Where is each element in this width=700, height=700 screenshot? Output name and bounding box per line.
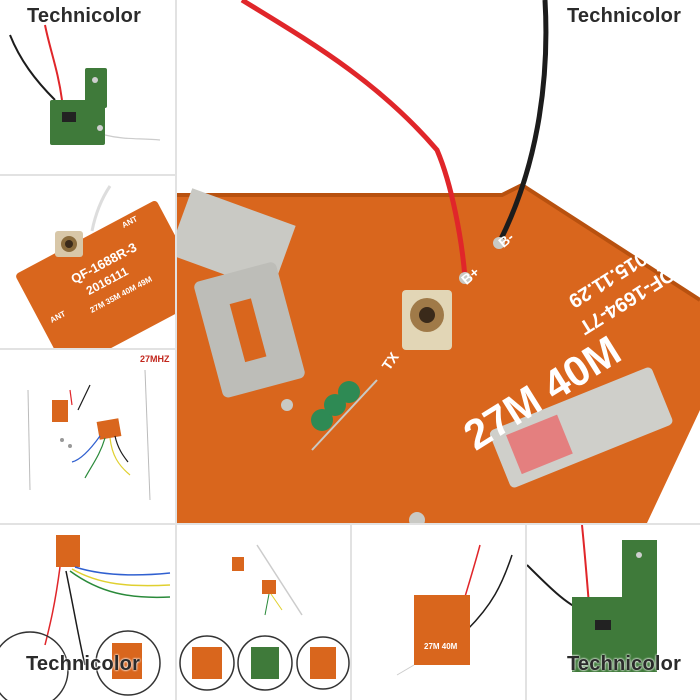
orange-board-wires-photo: 27M 40M bbox=[396, 544, 513, 676]
divider-bottom-3 bbox=[525, 525, 527, 700]
thumbnail-green-board[interactable]: Technicolor bbox=[0, 0, 175, 174]
thumbnail-kit-antennas[interactable]: 27MHZ bbox=[0, 350, 175, 523]
kit-photo bbox=[27, 369, 151, 501]
divider-h2 bbox=[0, 348, 175, 350]
watermark-bottom-right: Technicolor bbox=[567, 653, 682, 675]
thumbnail-orange-board[interactable]: QF-1688R-3 2016111 27M 35M 40M 49M ANT A… bbox=[0, 176, 175, 348]
kit-frequency-label: 27MHZ bbox=[140, 354, 170, 364]
board-wires-photo bbox=[0, 535, 171, 700]
watermark-top-right: Technicolor bbox=[567, 5, 682, 27]
kit-comparison-photo bbox=[179, 544, 350, 691]
thumbnail-board-wires[interactable]: Technicolor bbox=[0, 525, 175, 700]
main-product-image[interactable]: 27M 40M QF-1694-7T 2015.11.29 B+ B- TX T… bbox=[177, 0, 700, 523]
green-board-large-photo bbox=[527, 525, 657, 672]
divider-h3 bbox=[0, 523, 700, 525]
green-board-photo bbox=[9, 24, 161, 145]
divider-bottom-2 bbox=[350, 525, 352, 700]
divider-bottom-1 bbox=[175, 525, 177, 700]
orange-board-photo: QF-1688R-3 2016111 27M 35M 40M 49M ANT A… bbox=[16, 185, 175, 348]
bottom-board-freq: 27M 40M bbox=[424, 642, 458, 651]
divider-vertical-left bbox=[175, 0, 177, 525]
main-board-photo: 27M 40M QF-1694-7T 2015.11.29 B+ B- TX bbox=[177, 0, 700, 523]
watermark-bottom-left: Technicolor bbox=[26, 653, 141, 675]
thumbnail-kit-comparison[interactable] bbox=[177, 525, 350, 700]
inductor-coil bbox=[311, 379, 378, 451]
thumbnail-orange-board-wires[interactable]: 27M 40M bbox=[352, 525, 525, 700]
watermark-top-left: Technicolor bbox=[27, 5, 142, 27]
thumbnail-green-board-large[interactable]: Technicolor bbox=[527, 525, 700, 700]
divider-h1 bbox=[0, 174, 175, 176]
